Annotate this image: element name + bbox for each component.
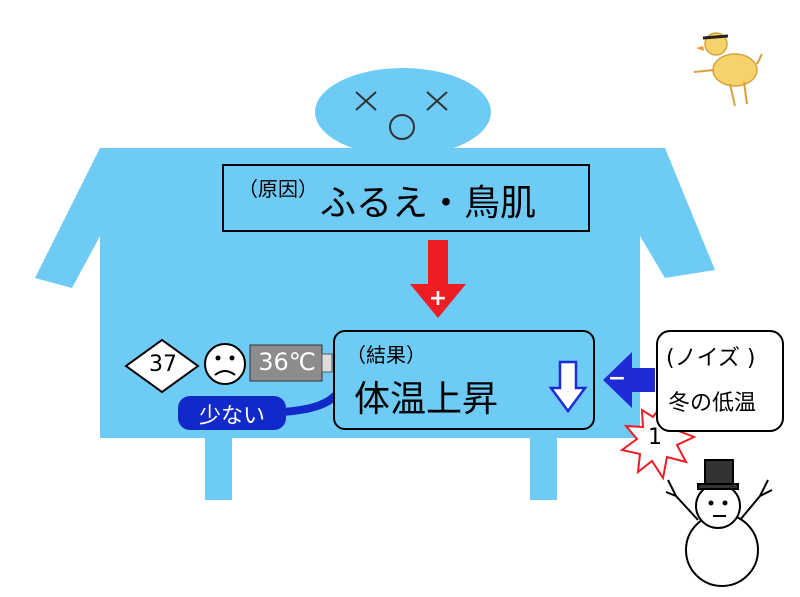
cause-tag: （原因） [238, 177, 318, 201]
diamond-value: 37 [149, 352, 177, 377]
sad-face-icon [204, 343, 246, 385]
callout-bubble [178, 396, 286, 430]
noise-box [656, 330, 784, 432]
result-label: 体温上昇 [354, 379, 499, 420]
result-tag: （結果） [346, 343, 426, 367]
callout-text: 少ない [198, 404, 265, 429]
cause-box [222, 164, 590, 232]
result-box [333, 330, 595, 430]
down-arrow-icon [548, 360, 588, 414]
positive-sign: + [428, 286, 448, 311]
blue-arrow-icon [603, 352, 655, 408]
diamond-shape [124, 338, 200, 394]
cause-label: ふるえ・鳥肌 [320, 183, 537, 224]
thermometer-value: 36℃ [258, 348, 316, 376]
snowman-icon [665, 459, 773, 587]
red-arrow-icon [410, 240, 466, 318]
head [315, 68, 491, 156]
face [355, 91, 448, 140]
thermometer-display [249, 344, 323, 382]
noise-tag: (ノイズ ) [666, 346, 756, 371]
right-leg [530, 438, 557, 500]
alert-badge-number: 1 [648, 425, 662, 450]
noise-label: 冬の低温 [668, 391, 757, 416]
thermometer-tip [321, 353, 333, 373]
left-leg [205, 438, 232, 500]
negative-sign: − [607, 366, 627, 391]
chick-doodle-icon [693, 32, 763, 107]
